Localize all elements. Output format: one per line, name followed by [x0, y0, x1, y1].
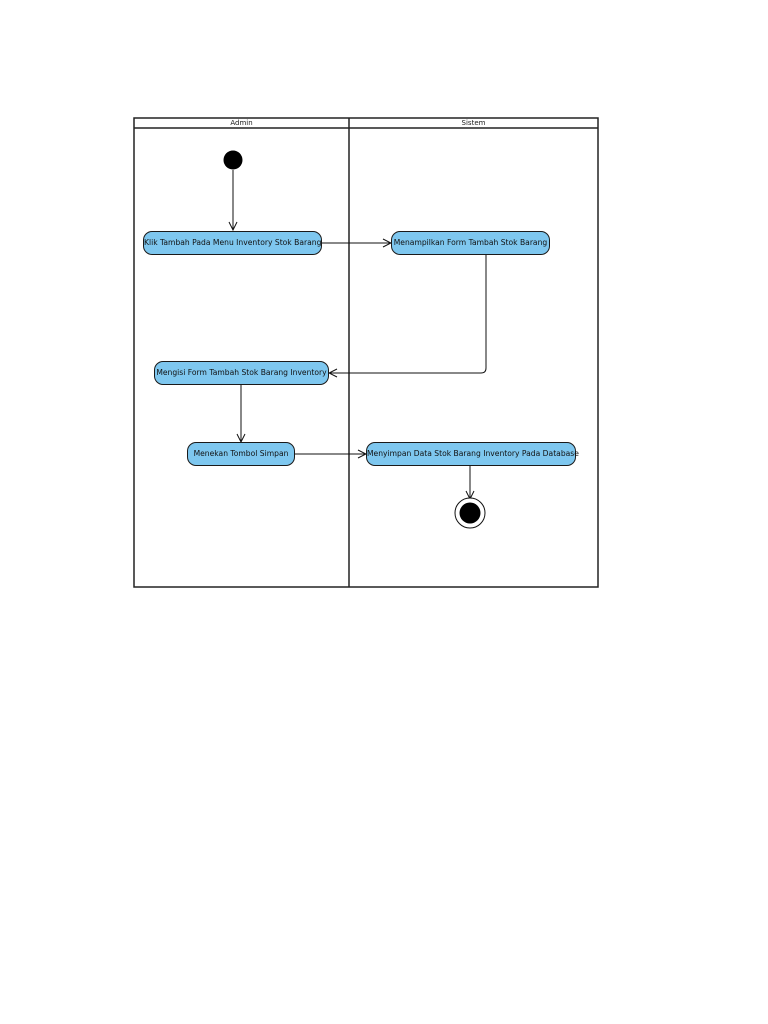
action-simpan-data: Menyimpan Data Stok Barang Inventory Pad…	[366, 442, 579, 466]
initial-node	[223, 150, 243, 170]
action-klik-tambah: Klik Tambah Pada Menu Inventory Stok Bar…	[143, 231, 322, 255]
flow-tampilkan-to-mengisi	[329, 255, 487, 373]
action-mengisi-form: Mengisi Form Tambah Stok Barang Inventor…	[154, 361, 329, 385]
lane-header-admin: Admin	[230, 119, 253, 127]
lane-header-sistem: Sistem	[461, 119, 486, 127]
action-tekan-simpan: Menekan Tombol Simpan	[187, 442, 295, 466]
final-node	[454, 497, 486, 529]
action-tampilkan-form: Menampilkan Form Tambah Stok Barang	[391, 231, 550, 255]
swimlane-frame	[133, 117, 599, 588]
